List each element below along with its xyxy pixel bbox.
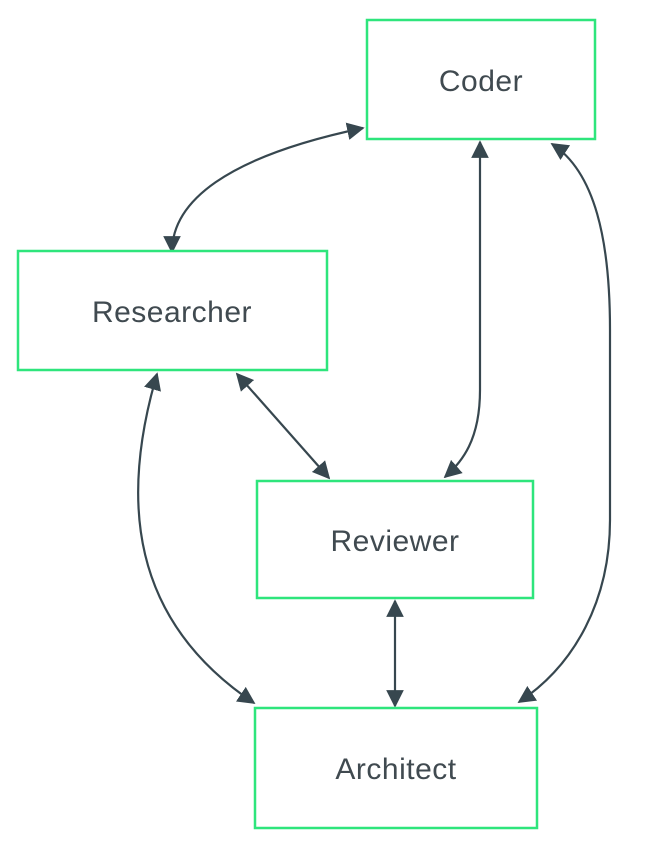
edge-researcher-coder <box>163 122 365 254</box>
node-architect-box <box>253 706 539 830</box>
node-coder-box <box>365 18 597 141</box>
edge-researcher-reviewer <box>235 372 331 480</box>
node-coder: Coder <box>365 18 597 141</box>
node-researcher-label: Researcher <box>92 296 252 329</box>
node-researcher: Researcher <box>16 249 329 372</box>
node-reviewer-box <box>255 479 535 600</box>
node-architect: Architect <box>253 706 539 830</box>
edge-coder-architect <box>517 143 612 703</box>
node-reviewer-label: Reviewer <box>330 525 459 558</box>
edge-researcher-architect <box>137 372 256 704</box>
edge-coder-reviewer <box>443 140 489 479</box>
node-reviewer: Reviewer <box>255 479 535 600</box>
node-researcher-box <box>16 249 329 372</box>
node-coder-label: Coder <box>439 65 523 98</box>
edges-layer <box>137 122 612 708</box>
nodes-layer: Coder Researcher Reviewer Architect <box>16 18 597 830</box>
node-architect-label: Architect <box>335 753 456 786</box>
